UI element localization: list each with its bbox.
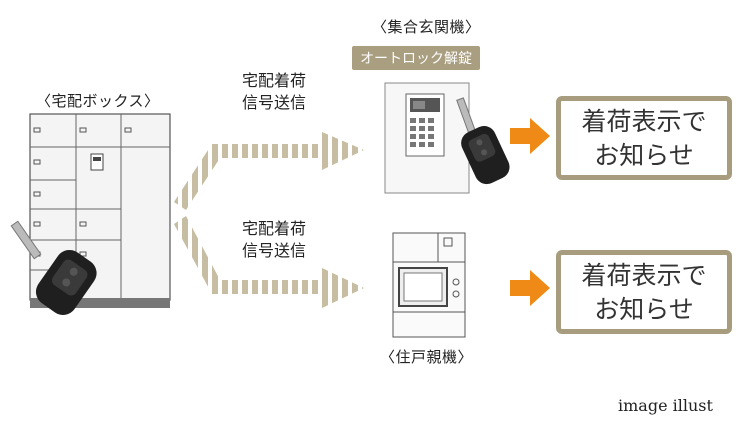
signal-text-bottom-line1: 宅配着荷 xyxy=(242,219,307,238)
delivery-locker-illustration xyxy=(29,113,171,308)
notice-top-line1: 着荷表示で xyxy=(581,107,707,136)
notice-bottom-line2: お知らせ xyxy=(594,295,694,324)
key-fob-icon xyxy=(10,220,97,315)
entrance-panel-label: 〈集合玄関機〉 xyxy=(372,18,481,36)
notify-arrow-top xyxy=(510,118,550,154)
residence-monitor-label: 〈住戸親機〉 xyxy=(380,348,474,366)
signal-arrow-top xyxy=(174,132,364,210)
notify-arrow-bottom xyxy=(510,270,550,306)
autolock-badge: オートロック解錠 xyxy=(352,46,480,70)
key-fob-icon xyxy=(456,97,510,185)
notice-box-bottom: 着荷表示で お知らせ xyxy=(556,250,732,334)
residence-monitor-illustration xyxy=(392,232,466,338)
notice-bottom-line1: 着荷表示で xyxy=(581,261,707,290)
signal-arrow-bottom xyxy=(174,216,364,308)
signal-text-top: 宅配着荷 信号送信 xyxy=(242,70,306,114)
signal-arrows xyxy=(174,132,364,308)
signal-text-bottom-line2: 信号送信 xyxy=(242,241,307,260)
signal-text-bottom: 宅配着荷 信号送信 xyxy=(242,218,306,262)
image-illust-note: image illust xyxy=(618,396,713,415)
entrance-panel-illustration xyxy=(384,82,470,194)
delivery-box-label: 〈宅配ボックス〉 xyxy=(36,92,160,110)
notice-top-line2: お知らせ xyxy=(594,141,694,170)
signal-text-top-line1: 宅配着荷 xyxy=(242,71,307,90)
notice-box-top: 着荷表示で お知らせ xyxy=(556,96,732,180)
signal-text-top-line2: 信号送信 xyxy=(242,93,307,112)
